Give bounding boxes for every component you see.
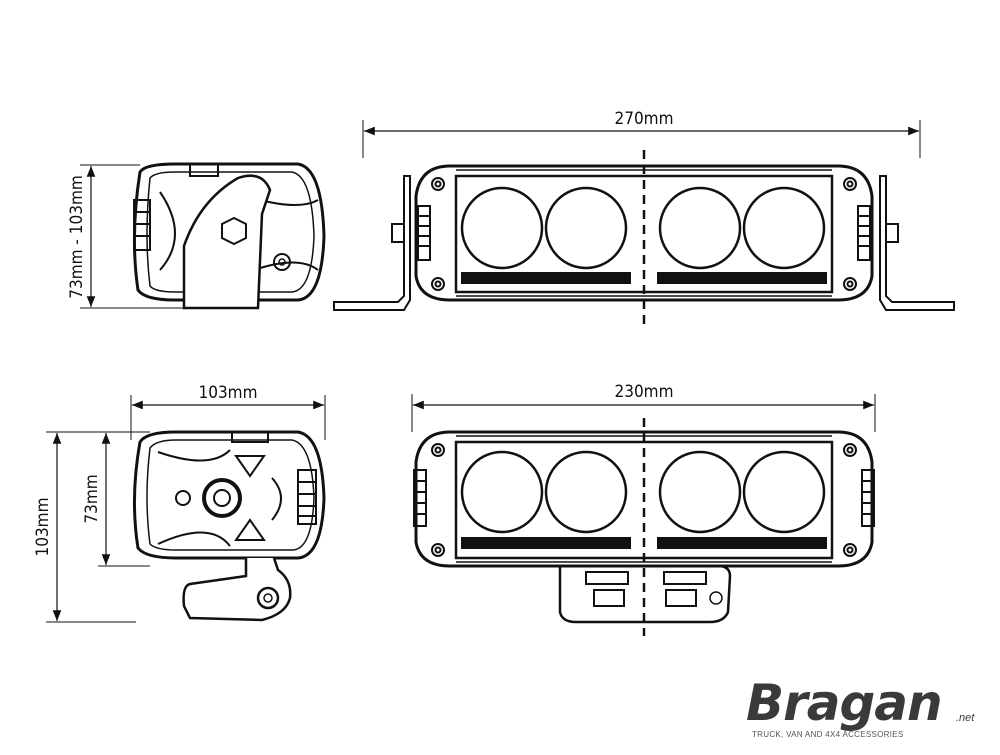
position-light-strip-b-right: [657, 537, 827, 549]
logo-tagline: TRUCK, VAN AND 4X4 ACCESSORIES: [752, 730, 904, 739]
bottom-mount-bracket: [558, 564, 732, 624]
dimension-label-depth: 103mm: [199, 383, 258, 403]
housing-outline: [414, 164, 874, 302]
dimension-label-width-top: 270mm: [615, 109, 674, 129]
bracket-bolt-right: [885, 223, 899, 243]
side-clip-left: [417, 205, 431, 261]
position-light-strip-left: [461, 272, 631, 284]
dimension-label-height-small: 73mm: [82, 474, 102, 523]
led-lens-b1: [460, 450, 544, 534]
dimension-label-width-bottom: 230mm: [615, 382, 674, 402]
logo-word: Bragan: [746, 674, 943, 732]
light-bar-side-view-low-mount: [132, 430, 326, 622]
led-lens-b3: [658, 450, 742, 534]
side-clip-right: [857, 205, 871, 261]
led-lens-b2: [544, 450, 628, 534]
dimension-width-bottom: 230mm: [411, 382, 876, 432]
bracket-bolt-left: [391, 223, 405, 243]
led-lens-2: [544, 186, 628, 270]
light-bar-side-view-with-bracket: [132, 162, 326, 310]
dimension-depth-side: 103mm: [130, 383, 326, 440]
bracket-hex-bolt: [221, 216, 247, 246]
housing-outline-bottom: [414, 430, 874, 568]
mounting-bracket-left: [333, 175, 411, 311]
led-lens-4: [742, 186, 826, 270]
dimension-width-top: 270mm: [362, 109, 921, 158]
side-housing-low: [132, 430, 326, 560]
dimension-label-height-range: 73mm - 103mm: [67, 175, 87, 298]
bragan-logo: Bragan .net TRUCK, VAN AND 4X4 ACCESSORI…: [736, 674, 998, 744]
dimension-height-range-side: 73mm - 103mm: [67, 164, 186, 309]
position-light-strip-right: [657, 272, 827, 284]
led-lens-1: [460, 186, 544, 270]
position-light-strip-b-left: [461, 537, 631, 549]
light-bar-front-view-bottom: [413, 430, 875, 624]
dimension-label-height-total: 103mm: [33, 498, 53, 557]
dimension-height-front-small: 73mm: [82, 431, 150, 567]
low-mount-bracket: [182, 557, 292, 622]
side-bracket-arm: [182, 174, 272, 310]
mount-bolt-ring: [202, 478, 242, 518]
led-lens-b4: [742, 450, 826, 534]
logo-suffix: .net: [956, 712, 975, 724]
dimension-height-front-total: 103mm: [33, 431, 136, 623]
led-lens-3: [658, 186, 742, 270]
mounting-bracket-right: [879, 175, 955, 311]
side-housing: [132, 162, 326, 302]
